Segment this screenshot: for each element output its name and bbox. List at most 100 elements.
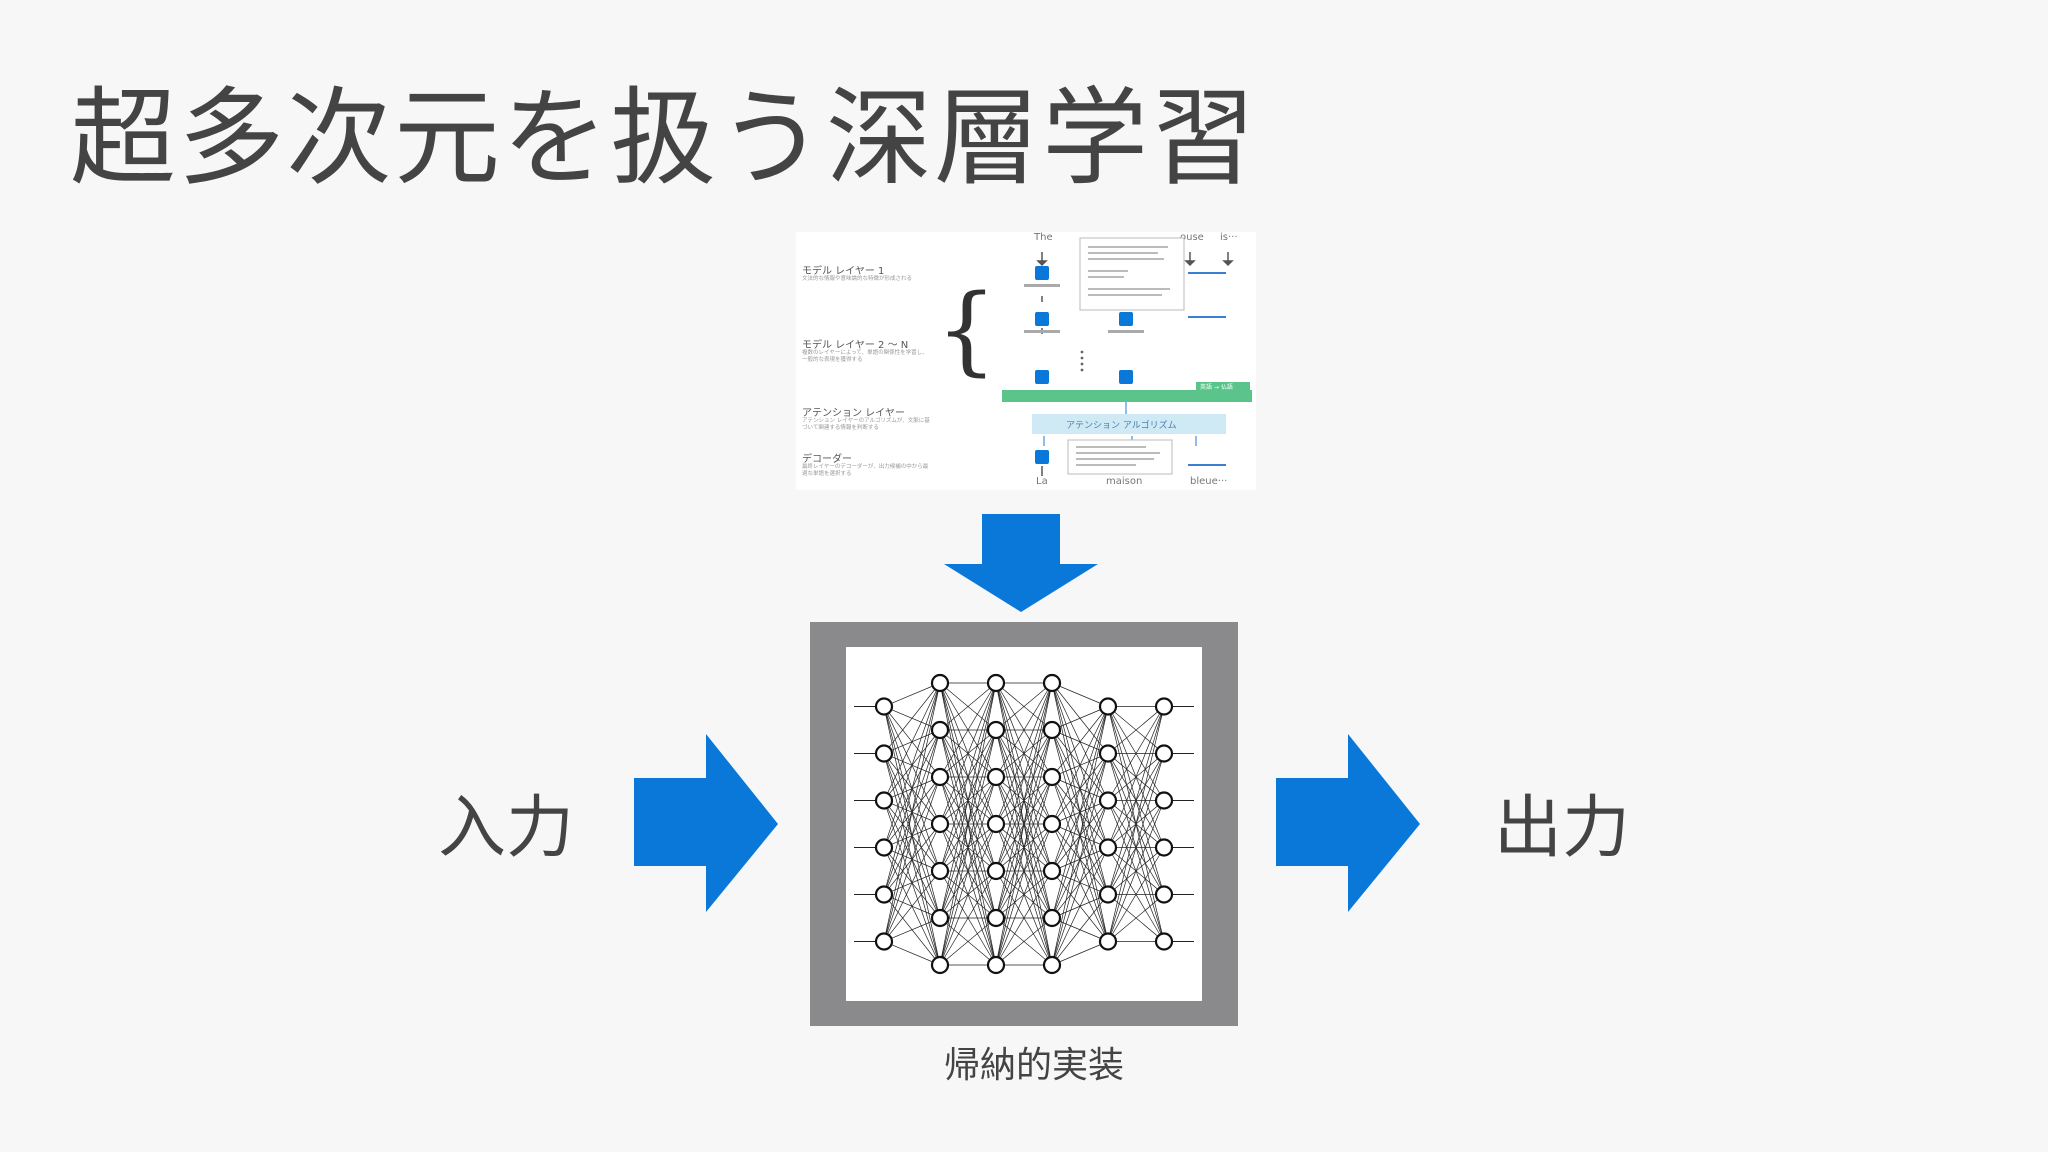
network-edge	[1051, 706, 1109, 778]
layer-description: 文法的な情報や意味論的な特徴が形成される	[802, 276, 913, 282]
network-edge	[883, 917, 941, 942]
network-node	[1154, 838, 1174, 857]
network-node	[930, 955, 950, 975]
network-edge	[1107, 706, 1165, 942]
neural-network-frame	[810, 622, 1238, 1026]
network-node	[1154, 791, 1174, 810]
layer-description: アテンション レイヤーのアルゴリズムが、文脈に基づいて関連する情報を判断する	[802, 418, 930, 431]
network-edge	[995, 682, 1053, 731]
network-edge	[1107, 706, 1165, 895]
network-edge	[883, 682, 941, 707]
network-node	[1098, 838, 1118, 857]
layer-description: 最終レイヤーのデコーダーが、出力候補の中から最適な単語を選択する	[802, 464, 929, 477]
network-node	[1042, 861, 1062, 881]
input-label: 入力	[438, 789, 575, 868]
network-edge	[939, 682, 997, 872]
network-edge	[883, 729, 941, 942]
network-edge	[939, 682, 997, 966]
network-node	[874, 791, 894, 810]
network-node	[930, 720, 950, 740]
network-edge	[1051, 800, 1109, 966]
right-arrow-output	[1276, 734, 1420, 912]
network-edge	[1051, 706, 1109, 825]
network-edge	[1107, 800, 1165, 942]
network-edge	[1107, 706, 1165, 754]
layer-heading: アテンション レイヤー	[802, 408, 905, 419]
network-node	[1098, 885, 1118, 904]
network-edge	[883, 682, 941, 848]
network-node	[930, 767, 950, 787]
network-edge	[1051, 706, 1109, 872]
network-node	[874, 697, 894, 716]
network-edge	[1051, 941, 1109, 966]
network-node	[874, 744, 894, 763]
network-edge	[995, 870, 1053, 966]
caption: 帰納的実装	[944, 1045, 1125, 1086]
network-node	[874, 885, 894, 904]
network-node	[986, 814, 1006, 834]
network-node	[1098, 791, 1118, 810]
network-edge	[883, 823, 941, 942]
right-arrow-input	[634, 734, 778, 912]
network-node	[1154, 744, 1174, 763]
network-node	[986, 955, 1006, 975]
network-edge	[995, 682, 1053, 872]
transformer-diagram: モデル レイヤー 1 文法的な情報や意味論的な特徴が形成される モデル レイヤー…	[796, 232, 1256, 490]
network-edge	[939, 682, 997, 778]
network-edge	[995, 682, 1053, 966]
network-edge	[939, 776, 997, 966]
network-edge	[883, 776, 941, 942]
layer-heading: デコーダー	[802, 454, 852, 465]
network-edge	[939, 823, 997, 966]
input-token: The	[1034, 232, 1053, 243]
network-edge	[883, 682, 941, 942]
input-token: is···	[1220, 232, 1238, 243]
output-token: bleue···	[1190, 476, 1228, 487]
network-node	[1042, 955, 1062, 975]
network-edge	[1051, 706, 1109, 731]
layer-description: 複数のレイヤーによって、単語の関係性を学習し、一般的な表現を獲得する	[802, 350, 928, 363]
network-edge	[995, 682, 1053, 919]
network-edge	[995, 682, 1053, 825]
network-edge	[1107, 894, 1165, 942]
neural-network-panel	[846, 647, 1202, 1001]
brace-symbol: {	[936, 274, 998, 386]
network-node	[1098, 744, 1118, 763]
network-node	[986, 720, 1006, 740]
green-tag: 英語 → 仏語	[1200, 384, 1233, 391]
attention-box	[1032, 414, 1226, 434]
network-edge	[995, 823, 1053, 966]
network-edge	[883, 870, 941, 942]
network-edge	[939, 917, 997, 966]
slide-title: 超多次元を扱う深層学習	[70, 77, 1258, 200]
network-node	[930, 861, 950, 881]
network-edge	[883, 682, 941, 754]
network-edge	[1051, 706, 1109, 919]
layer-heading: モデル レイヤー 1	[802, 266, 885, 277]
network-node	[930, 673, 950, 693]
transformer-graphics	[1002, 237, 1252, 476]
network-edge	[995, 729, 1053, 966]
network-edge	[939, 729, 997, 966]
neural-network-graph	[854, 673, 1194, 975]
network-node	[930, 814, 950, 834]
network-edge	[1107, 706, 1165, 848]
network-node	[1154, 932, 1174, 951]
network-edge	[1051, 847, 1109, 966]
network-node	[1042, 908, 1062, 928]
network-edge	[883, 682, 941, 801]
network-node	[1098, 697, 1118, 716]
network-node	[874, 932, 894, 951]
network-edge	[1051, 753, 1109, 966]
network-edge	[883, 682, 941, 895]
network-node	[1042, 814, 1062, 834]
output-token: maison	[1106, 476, 1143, 487]
network-node	[1042, 767, 1062, 787]
network-edge	[1051, 706, 1109, 966]
network-node	[1042, 720, 1062, 740]
network-edge	[939, 682, 997, 731]
network-node	[986, 908, 1006, 928]
network-edge	[1107, 706, 1165, 801]
input-token: ouse	[1180, 232, 1204, 243]
network-node	[986, 861, 1006, 881]
